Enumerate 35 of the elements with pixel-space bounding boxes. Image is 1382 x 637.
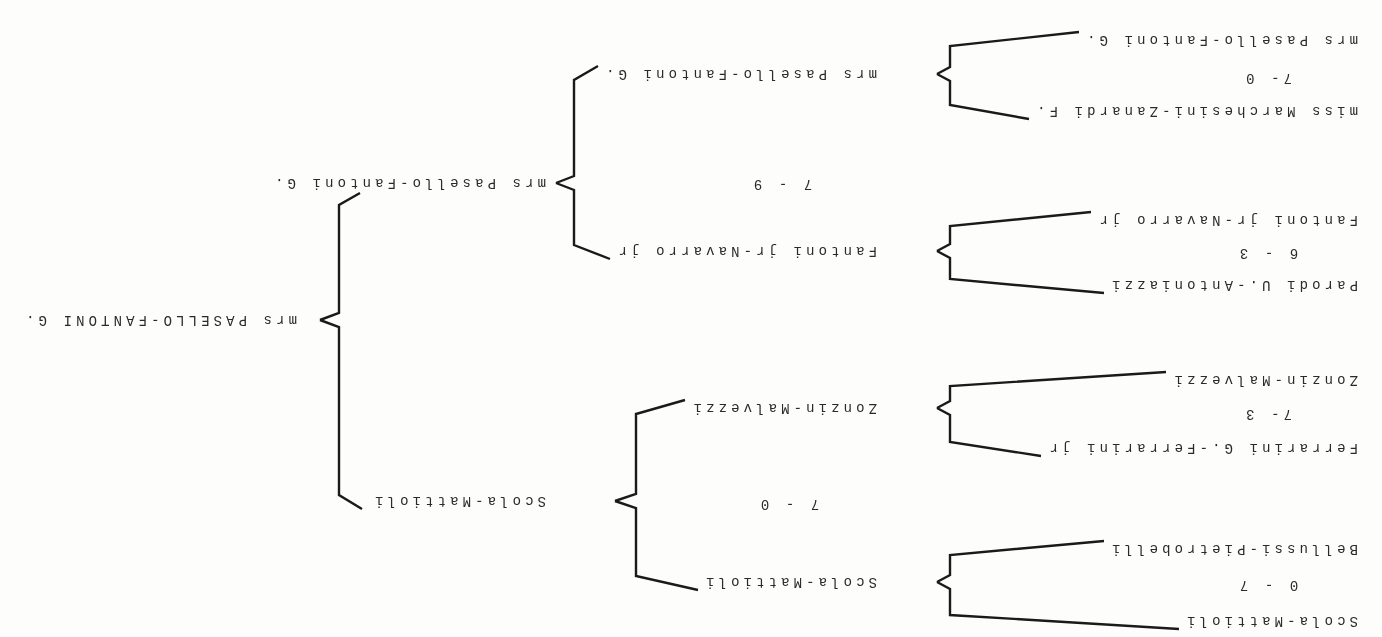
team-name: mrs Pasello-Fantoni G. (270, 174, 546, 193)
team-name: Zonzin-Malvezzi (689, 399, 877, 418)
bracket-line (936, 370, 1167, 410)
team-name: Bellussi-Pietrobelli (1107, 540, 1358, 559)
bracket-line (936, 72, 1030, 121)
match-score: 7- 3 (1242, 405, 1292, 424)
match-score: 7 - 0 (756, 495, 820, 514)
bracket-line (319, 191, 361, 322)
bracket-line (936, 210, 1092, 253)
team-name: Ferrarini G.-Ferrarini jr (1045, 439, 1358, 458)
team-name: Scola-Mattioli (1182, 612, 1358, 631)
bracket-line (614, 499, 699, 592)
match-score: 7- 0 (1242, 69, 1292, 88)
team-name: Parodi U.-Antoniazzi (1107, 276, 1358, 295)
bracket-line (936, 580, 1180, 631)
team-name: Scola-Mattioli (701, 573, 877, 592)
bracket-line (936, 539, 1105, 584)
match-score: 0 - 7 (1235, 576, 1299, 595)
team-name: mrs Pasello-Fantoni G. (601, 65, 877, 84)
team-name: Fantoni jr-Navarro jr (614, 242, 877, 261)
team-name: Scola-Mattioli (370, 492, 546, 511)
match-score: 7 - 9 (749, 175, 813, 194)
bracket-line (614, 398, 686, 503)
team-name: Zonzin-Malvezzi (1170, 371, 1358, 390)
bracket-line (555, 181, 611, 261)
bracket-line (936, 249, 1105, 295)
match-score: 6 - 3 (1235, 244, 1299, 263)
bracket-line (555, 64, 599, 185)
team-name: mrs PASELLO-FANTONI G. (21, 311, 297, 330)
team-name: Fantoni jr-Navarro jr (1095, 211, 1358, 230)
bracket-line (319, 318, 363, 511)
bracket-line (936, 30, 1080, 76)
team-name: miss Marchesini-Zanardi F. (1032, 102, 1358, 121)
bracket-line (936, 406, 1042, 458)
team-name: mrs Pasello-Fantoni G. (1082, 31, 1358, 50)
